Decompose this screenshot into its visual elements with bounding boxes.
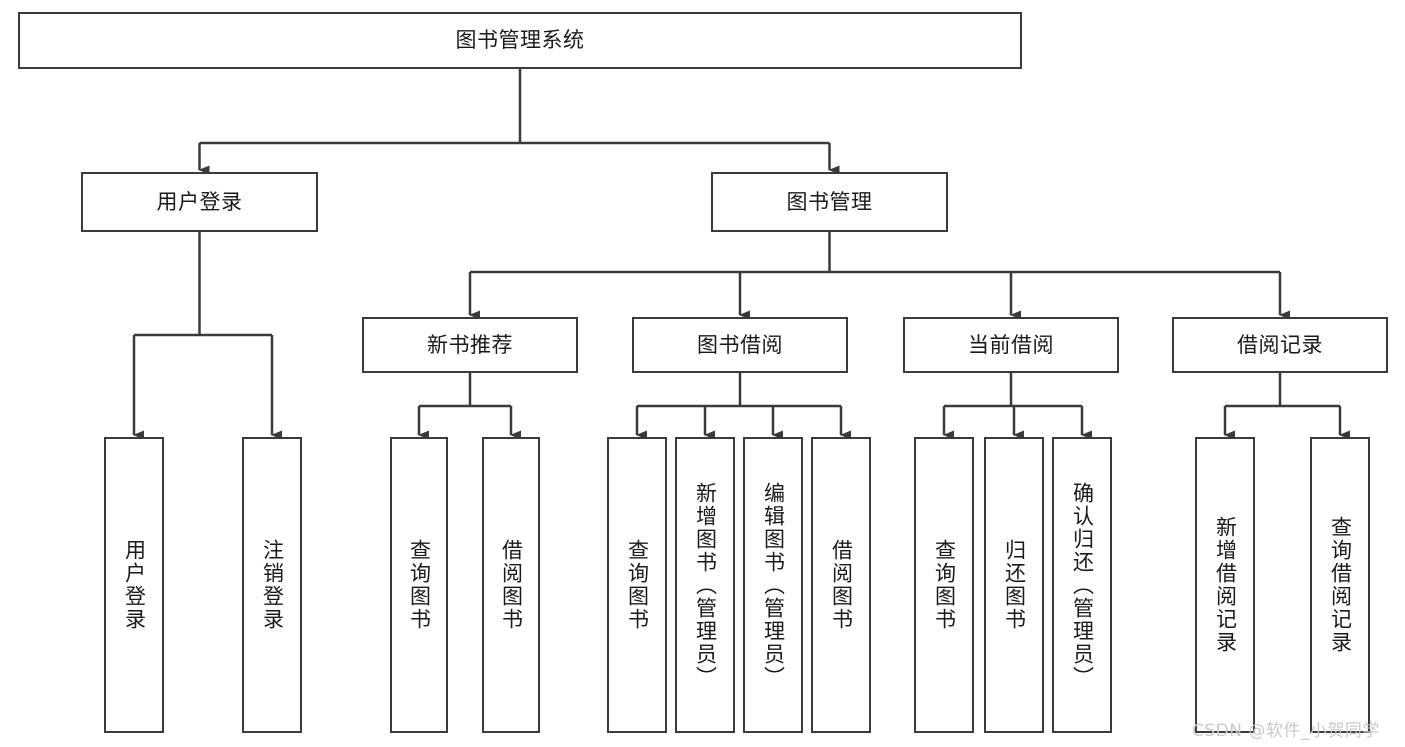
node-cb-confirm-return[interactable]: 确认归还（管理员）: [1052, 437, 1112, 733]
node-br-query-record[interactable]: 查询借阅记录: [1310, 437, 1370, 733]
node-label-root: 图书管理系统: [455, 28, 585, 53]
node-nbr-borrow-book[interactable]: 借阅图书: [482, 437, 540, 733]
node-label-bb-edit-book: 编辑图书（管理员）: [761, 481, 786, 689]
node-cb-return-book[interactable]: 归还图书: [984, 437, 1044, 733]
node-borrow-record[interactable]: 借阅记录: [1172, 317, 1388, 373]
node-label-leaf-user-logout: 注销登录: [260, 539, 285, 631]
node-label-book-borrow: 图书借阅: [697, 332, 783, 357]
node-label-bb-add-book: 新增图书（管理员）: [693, 481, 718, 689]
node-label-br-query-record: 查询借阅记录: [1328, 516, 1353, 654]
node-bb-query-book[interactable]: 查询图书: [607, 437, 667, 733]
node-nbr-query-book[interactable]: 查询图书: [390, 437, 448, 733]
node-label-cb-return-book: 归还图书: [1002, 539, 1027, 631]
node-new-book-recommend[interactable]: 新书推荐: [362, 317, 578, 373]
node-book-manage[interactable]: 图书管理: [711, 172, 948, 232]
node-label-nbr-query-book: 查询图书: [407, 539, 432, 631]
node-cb-query-book[interactable]: 查询图书: [914, 437, 974, 733]
node-user-login[interactable]: 用户登录: [81, 172, 318, 232]
node-label-current-borrow: 当前借阅: [968, 332, 1054, 357]
node-leaf-user-logout[interactable]: 注销登录: [242, 437, 302, 733]
connector-lines: [132, 69, 1350, 440]
watermark-text: CSDN @软件_小贺同学: [1192, 721, 1380, 741]
node-leaf-user-login[interactable]: 用户登录: [104, 437, 164, 733]
node-label-cb-confirm-return: 确认归还（管理员）: [1070, 481, 1095, 689]
node-label-nbr-borrow-book: 借阅图书: [499, 539, 524, 631]
node-book-borrow[interactable]: 图书借阅: [632, 317, 848, 373]
node-label-new-book-recommend: 新书推荐: [427, 332, 513, 357]
node-label-bb-borrow-book: 借阅图书: [829, 539, 854, 631]
node-current-borrow[interactable]: 当前借阅: [903, 317, 1119, 373]
node-bb-edit-book[interactable]: 编辑图书（管理员）: [743, 437, 803, 733]
node-root[interactable]: 图书管理系统: [18, 12, 1022, 69]
node-label-br-add-record: 新增借阅记录: [1213, 516, 1238, 654]
node-label-bb-query-book: 查询图书: [625, 539, 650, 631]
node-label-borrow-record: 借阅记录: [1237, 332, 1323, 357]
node-bb-borrow-book[interactable]: 借阅图书: [811, 437, 871, 733]
node-br-add-record[interactable]: 新增借阅记录: [1195, 437, 1255, 733]
node-label-leaf-user-login: 用户登录: [122, 539, 147, 631]
node-label-cb-query-book: 查询图书: [932, 539, 957, 631]
node-label-user-login: 用户登录: [156, 189, 243, 214]
node-bb-add-book[interactable]: 新增图书（管理员）: [675, 437, 735, 733]
node-label-book-manage: 图书管理: [786, 189, 873, 214]
